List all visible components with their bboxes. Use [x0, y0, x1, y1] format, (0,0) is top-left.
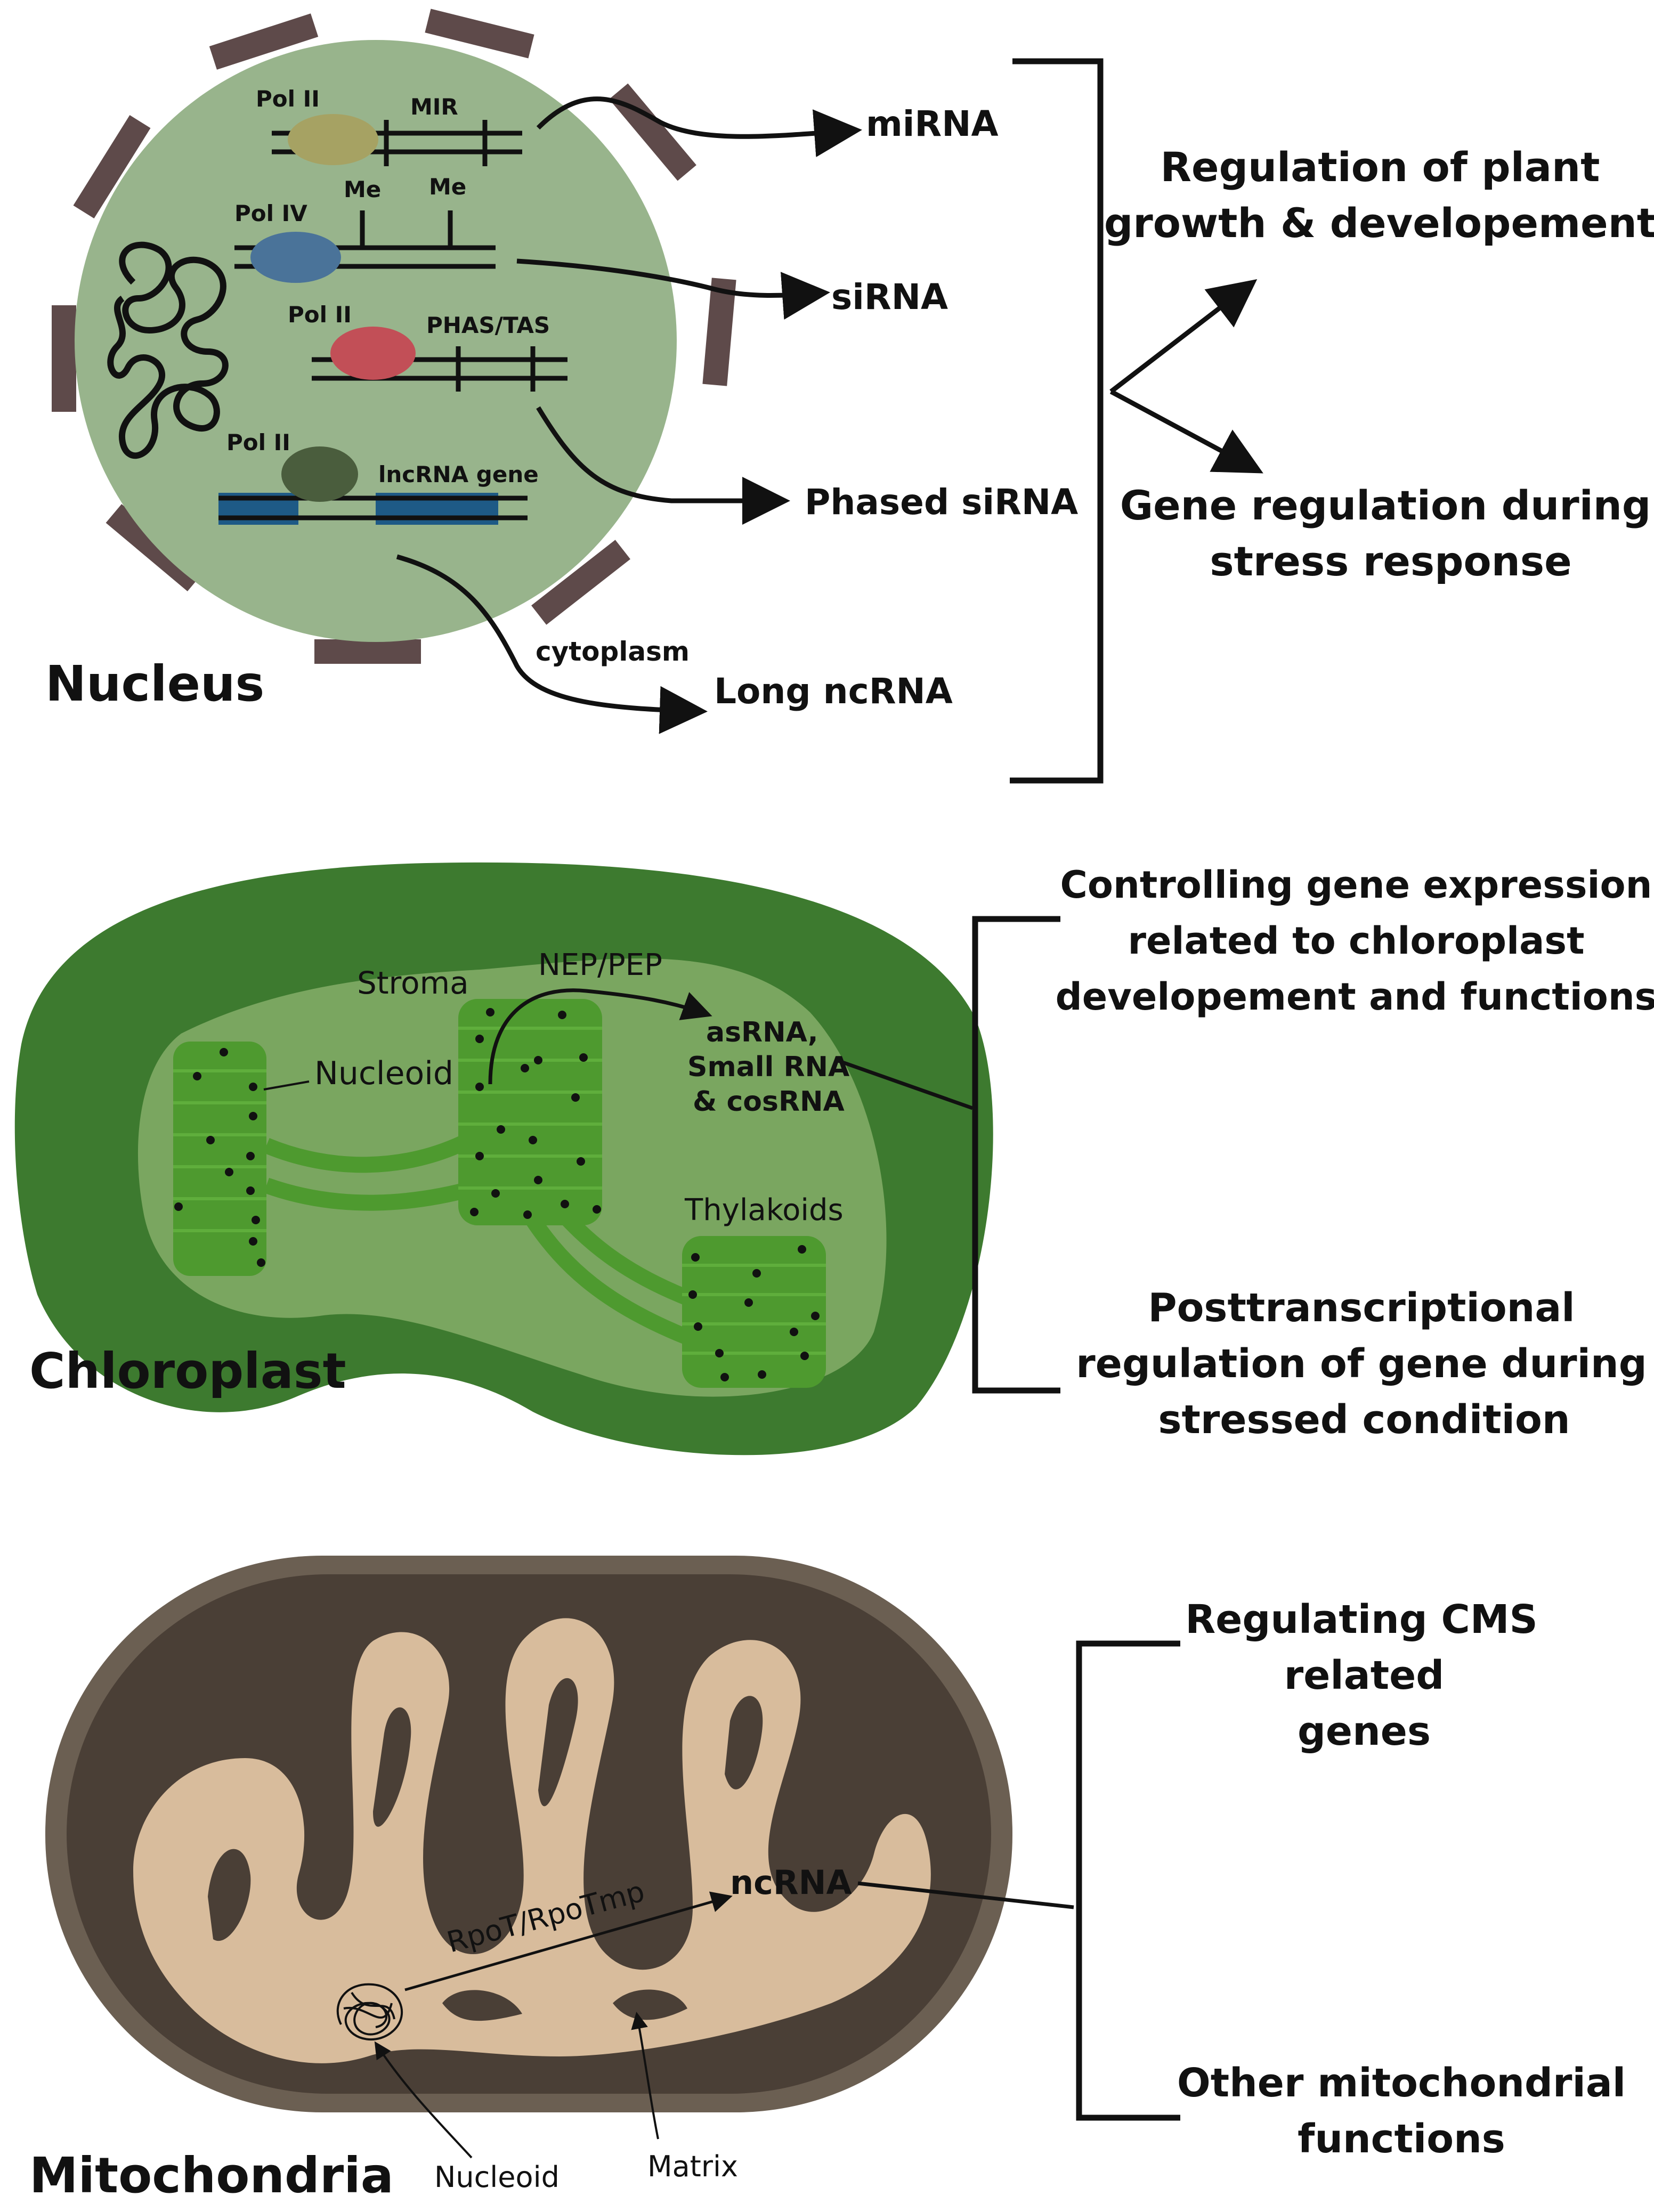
product-long-ncrna: Long ncRNA [714, 671, 953, 712]
methyl-label: Me [344, 176, 381, 202]
function-ptr-line3: stressed condition [1158, 1397, 1570, 1443]
gene-lncrna: Pol II lncRNA gene [218, 429, 539, 525]
granum-left [173, 1042, 266, 1276]
mito-product-ncrna: ncRNA [730, 1863, 852, 1902]
nucleoid-dots [174, 1008, 820, 1381]
branch-arrow-stress [1109, 389, 1263, 474]
pol-ii-enzyme [330, 327, 416, 380]
nep-pep-arrow [488, 988, 712, 1085]
chloroplast-bracket [972, 916, 1060, 1394]
granum-center [458, 999, 602, 1225]
function-cms-line1: Regulating CMS [1185, 1597, 1538, 1642]
function-ptr-line2: regulation of gene during [1076, 1341, 1647, 1387]
chromatin-tangle [107, 241, 229, 459]
function-control-line3: developement and functions [1056, 975, 1654, 1019]
pol-ii-enzyme [288, 114, 378, 165]
nucleus-panel: Pol II MIR Pol IV Me Me Pol II PHAS/TAS [45, 9, 1654, 784]
mitochondria-panel: RpoT/RpoTmp ncRNA Nucleoid Matrix Mitoch… [29, 1556, 1626, 2204]
nucleus-bracket [1010, 58, 1104, 784]
product-asrna: asRNA, [706, 1016, 818, 1048]
function-growth-line1: Regulation of plant [1161, 143, 1600, 191]
chloroplast-title: Chloroplast [29, 1343, 346, 1400]
mitochondria-bracket [1076, 1640, 1180, 2121]
branch-arrow-growth [1109, 279, 1258, 394]
nucleoid-label: Nucleoid [434, 2160, 560, 2194]
function-ptr-line1: Posttranscriptional [1148, 1285, 1575, 1331]
mito-cristae-folds [208, 1678, 763, 2021]
pol-label: Pol II [256, 86, 320, 112]
nucleoid-pointer [374, 2041, 473, 2159]
thylakoids-label: Thylakoids [684, 1193, 844, 1227]
cytoplasm-label: cytoplasm [536, 636, 690, 667]
function-other-line2: functions [1298, 2116, 1505, 2162]
product-connector [836, 1058, 974, 1110]
nucleoid-pointer [263, 1080, 310, 1091]
pol-label: Pol IV [234, 200, 307, 226]
function-cms-line3: genes [1298, 1709, 1431, 1754]
rpot-arrow [404, 1891, 733, 1991]
product-small-rna: Small RNA [687, 1051, 849, 1083]
product-sirna: siRNA [831, 276, 948, 318]
polymerase-label: NEP/PEP [538, 948, 662, 982]
mitochondria-title: Mitochondria [29, 2147, 394, 2204]
granum-right [682, 1236, 826, 1388]
function-control-line1: Controlling gene expression [1060, 863, 1652, 907]
nucleus-title: Nucleus [45, 655, 264, 712]
product-mirna: miRNA [866, 103, 999, 144]
nucleoid-label: Nucleoid [314, 1055, 453, 1092]
pol-label: Pol II [226, 429, 290, 456]
arrow-to-long-ncrna [396, 554, 708, 734]
function-control-line2: related to chloroplast [1128, 919, 1584, 963]
pol-ii-enzyme [281, 446, 358, 502]
stroma-label: Stroma [357, 965, 469, 1001]
ncrna-connector [857, 1881, 1074, 1909]
mir-label: MIR [410, 94, 458, 120]
mito-nucleoid [336, 1983, 403, 2041]
function-stress-line2: stress response [1210, 538, 1571, 585]
granum-edges [173, 1027, 826, 1355]
arrow-to-mirna [536, 96, 862, 158]
gene-mir: Pol II MIR [256, 86, 522, 166]
function-other-line1: Other mitochondrial [1177, 2060, 1626, 2106]
matrix-label: Matrix [647, 2150, 738, 2183]
chloroplast-panel: Stroma NEP/PEP Nucleoid Thylakoids asRNA… [14, 862, 1654, 1455]
gene-sirna: Pol IV Me Me [234, 174, 496, 283]
phas-tas-label: PHAS/TAS [426, 312, 550, 338]
pol-iv-enzyme [250, 232, 341, 283]
methyl-label: Me [429, 174, 466, 200]
function-cms-line2: related [1284, 1653, 1445, 1698]
matrix-pointer [631, 2012, 659, 2140]
gene-phas-tas: Pol II PHAS/TAS [288, 302, 567, 392]
function-growth-line2: growth & developement [1104, 199, 1654, 247]
function-stress-line1: Gene regulation during [1120, 482, 1651, 529]
pol-label: Pol II [288, 302, 352, 328]
arrow-to-phased-sirna [536, 406, 790, 525]
product-cosrna: & cosRNA [693, 1086, 845, 1118]
arrow-to-sirna [516, 258, 830, 320]
product-phased-sirna: Phased siRNA [805, 482, 1078, 523]
lncrna-gene-label: lncRNA gene [378, 461, 539, 487]
